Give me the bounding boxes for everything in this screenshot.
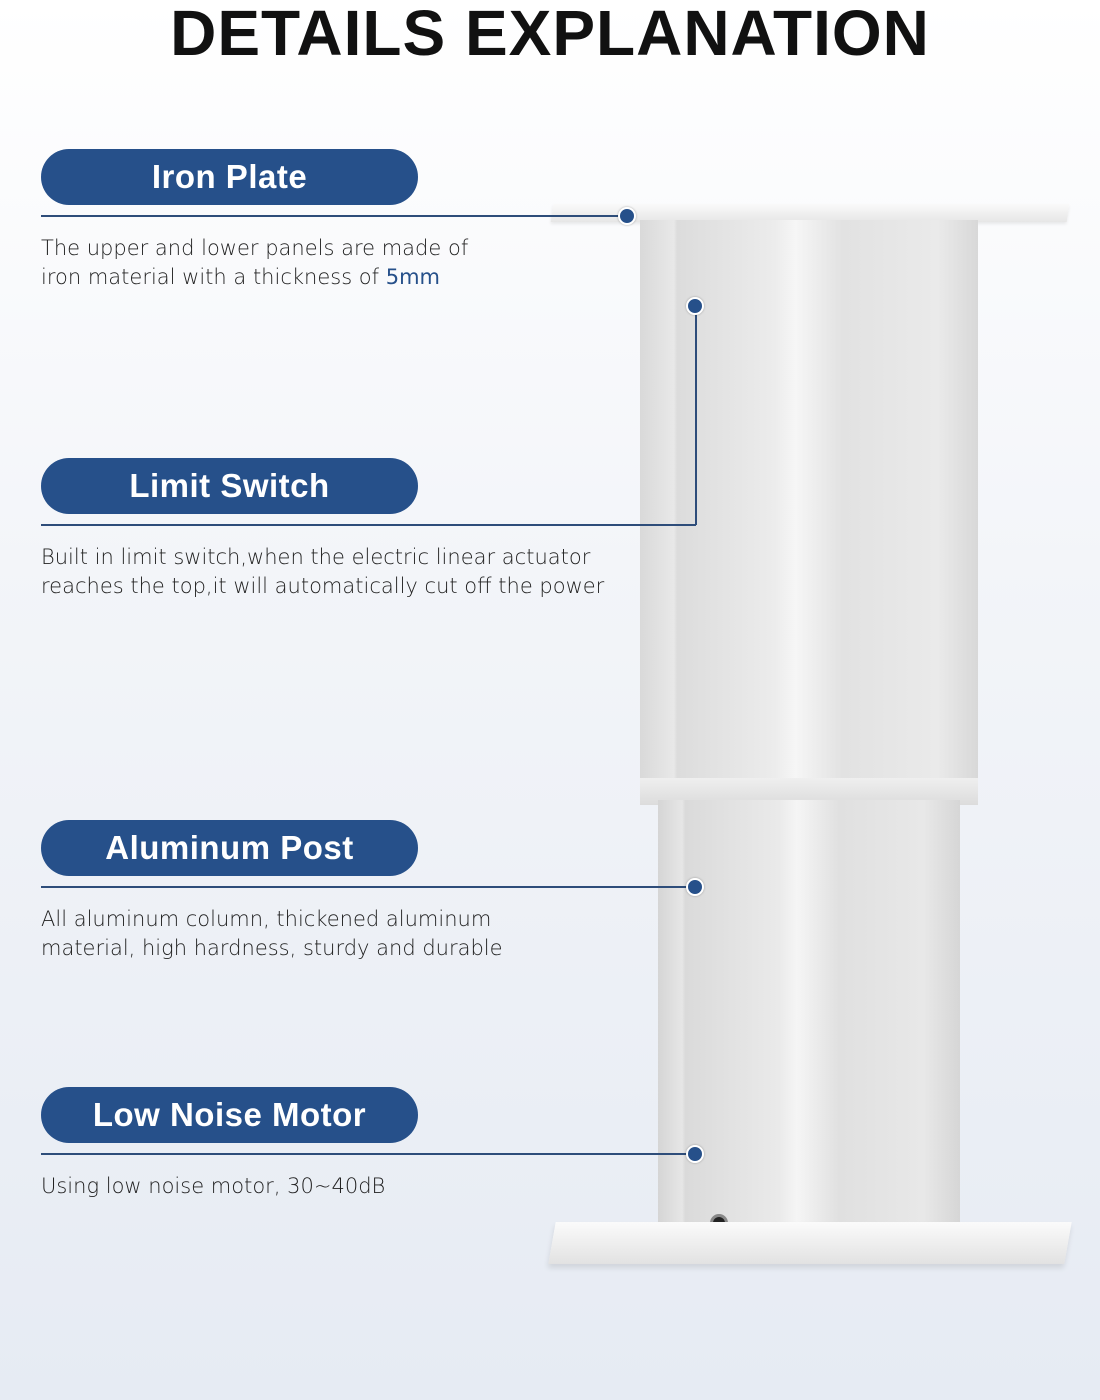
low-noise-motor-description: Using low noise motor, 30~40dB [41,1172,385,1201]
page-title: DETAILS EXPLANATION [170,0,930,69]
desc-line: Built in limit switch,when the electric … [41,545,591,569]
iron-plate-leader-line [41,215,627,217]
limit-switch-leader-line [41,524,696,526]
aluminum-post-marker-dot [686,878,704,896]
limit-switch-marker-dot [686,297,704,315]
desc-line: material, high hardness, sturdy and dura… [41,936,503,960]
desc-line: Using low noise motor, 30~40dB [41,1174,386,1198]
aluminum-post-label: Aluminum Post [41,820,418,876]
aluminum-post-description: All aluminum column, thickened aluminum … [41,905,503,963]
limit-switch-leader-vertical [695,306,697,525]
low-noise-motor-marker-dot [686,1145,704,1163]
low-noise-motor-leader-line [41,1153,696,1155]
base-plate [548,1222,1072,1264]
desc-line: The upper and lower panels are made of [41,236,469,260]
desc-text: iron material with a thickness of [41,265,386,289]
low-noise-motor-label: Low Noise Motor [41,1087,418,1143]
desc-line: iron material with a thickness of 5mm [41,263,468,292]
aluminum-post-leader-line [41,886,696,888]
lower-column [658,800,960,1252]
iron-plate-marker-dot [618,207,636,225]
iron-plate-label: Iron Plate [41,149,418,205]
desc-line: All aluminum column, thickened aluminum [41,907,492,931]
limit-switch-label: Limit Switch [41,458,418,514]
iron-plate-description: The upper and lower panels are made of i… [41,234,468,292]
desc-line: reaches the top,it will automatically cu… [41,574,605,598]
thickness-highlight: 5mm [385,265,441,289]
limit-switch-description: Built in limit switch,when the electric … [41,543,604,601]
